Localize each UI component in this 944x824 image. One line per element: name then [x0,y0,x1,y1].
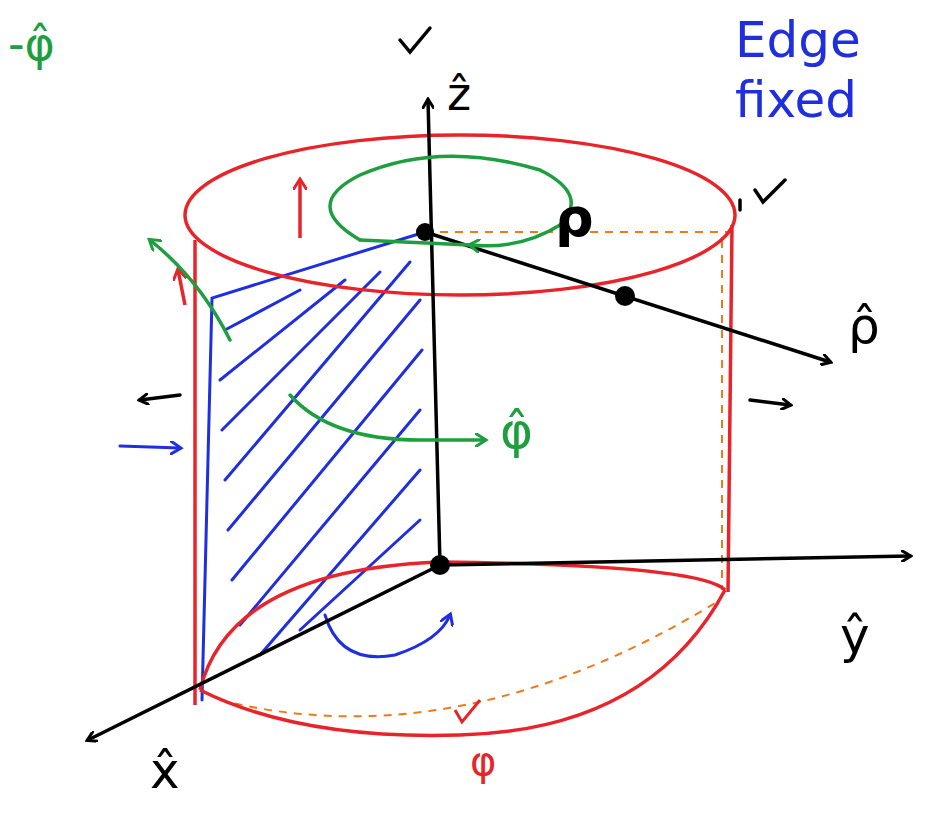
axis-label: x̂ [150,745,180,798]
axis-label: ẑ [447,70,471,118]
note-text: Edge fixed [735,10,935,130]
coordinate-label: φ [470,740,496,782]
unit-vector-label: φ̂ [500,405,533,458]
unit-vector-label: ρ̂ [848,300,880,353]
unit-vector-label: -φ̂ [8,20,55,68]
coordinate-label: ρ [555,190,594,247]
axis-label: ŷ [840,610,870,663]
